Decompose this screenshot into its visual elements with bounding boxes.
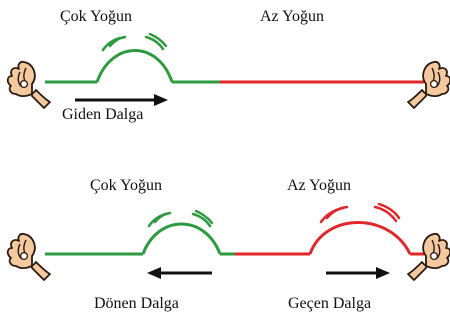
vibration-marks-1: [101, 32, 168, 52]
less-dense-label-2: Az Yoğun: [287, 177, 352, 194]
reflected-wave-label: Dönen Dalga: [94, 295, 179, 312]
transmitted-pulse: [308, 221, 412, 255]
transmitted-wave-label: Geçen Dalga: [288, 295, 372, 312]
arrow-right-icon-2: [326, 267, 390, 279]
hand-left-icon-2: [6, 232, 51, 281]
dense-label-1: Çok Yoğun: [60, 8, 133, 25]
arrow-left-icon: [147, 267, 212, 279]
reflected-pulse: [141, 222, 222, 255]
dense-label-2: Çok Yoğun: [90, 177, 163, 194]
incident-wave-label: Giden Dalga: [62, 106, 144, 123]
arrow-right-icon: [75, 94, 168, 106]
hand-right-icon-2: [407, 232, 450, 281]
hand-right-icon: [407, 60, 450, 109]
incident-pulse: [95, 49, 174, 83]
hand-left-icon: [6, 60, 51, 109]
less-dense-label-1: Az Yoğun: [260, 8, 325, 25]
vibration-marks-2: [147, 209, 214, 228]
vibration-marks-3: [319, 202, 401, 224]
